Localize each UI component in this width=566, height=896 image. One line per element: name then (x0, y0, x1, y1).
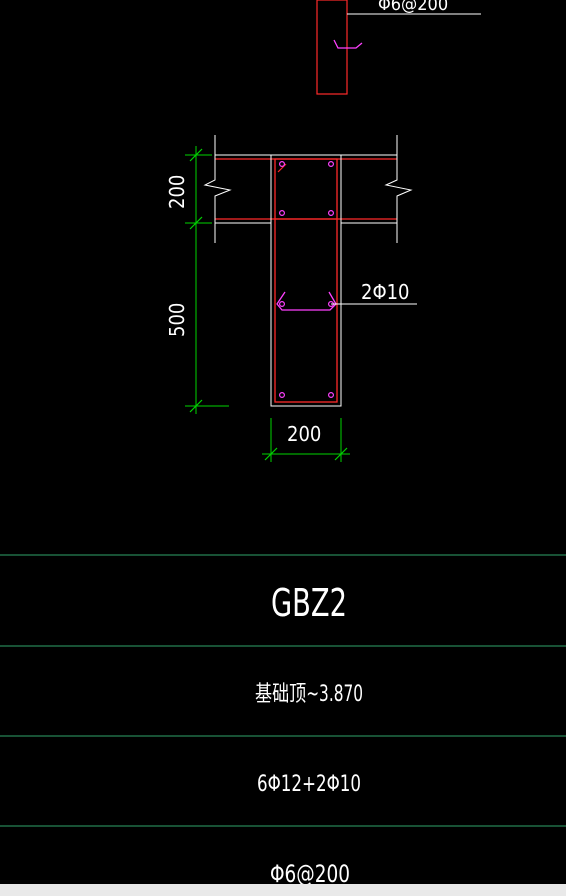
rebar-dot (279, 392, 286, 399)
rebar-dot (279, 161, 286, 168)
tie-bar-icon (276, 291, 337, 311)
dim-tick (189, 148, 203, 162)
dim-tick (189, 216, 203, 230)
web-stirrup (274, 158, 338, 403)
stirrup-hook-icon (277, 163, 287, 173)
dim-tick (264, 447, 278, 461)
web-wall (270, 154, 342, 407)
flange-thickness-label: 200 (165, 175, 189, 209)
dim-tick (189, 399, 203, 413)
rebar-dot (328, 161, 335, 168)
table-member-name: GBZ2 (271, 581, 347, 625)
horizontal-dimension: 200 (262, 418, 350, 462)
tie-label: 2Φ10 (361, 280, 410, 304)
top-wall-stub (316, 0, 348, 95)
right-break-line-icon (384, 135, 413, 243)
window-bottom-edge (0, 884, 566, 896)
rebar-dot (279, 210, 286, 217)
top-partial-detail: Φ6@200 (316, 0, 481, 95)
vertical-dimensions: 200 500 (165, 146, 229, 414)
table-elevation: 基础顶~3.870 (255, 682, 363, 707)
top-hook-icon (333, 39, 363, 49)
web-width-label: 200 (287, 422, 321, 446)
top-stirrup-label: Φ6@200 (378, 0, 448, 15)
rebar-dot (328, 210, 335, 217)
web-length-label: 500 (165, 303, 189, 337)
dim-tick (334, 447, 348, 461)
schedule-table: GBZ2 基础顶~3.870 6Φ12+2Φ10 Φ6@200 (0, 554, 566, 888)
table-longitudinal-rebar: 6Φ12+2Φ10 (257, 772, 361, 797)
tie-annotation: 2Φ10 (331, 280, 417, 305)
rebar-dot (279, 301, 286, 308)
flange-wall (203, 135, 413, 243)
web-outline (270, 154, 342, 407)
rebar-dot (328, 392, 335, 399)
left-break-line-icon (203, 135, 232, 243)
table-stirrup: Φ6@200 (270, 860, 350, 888)
